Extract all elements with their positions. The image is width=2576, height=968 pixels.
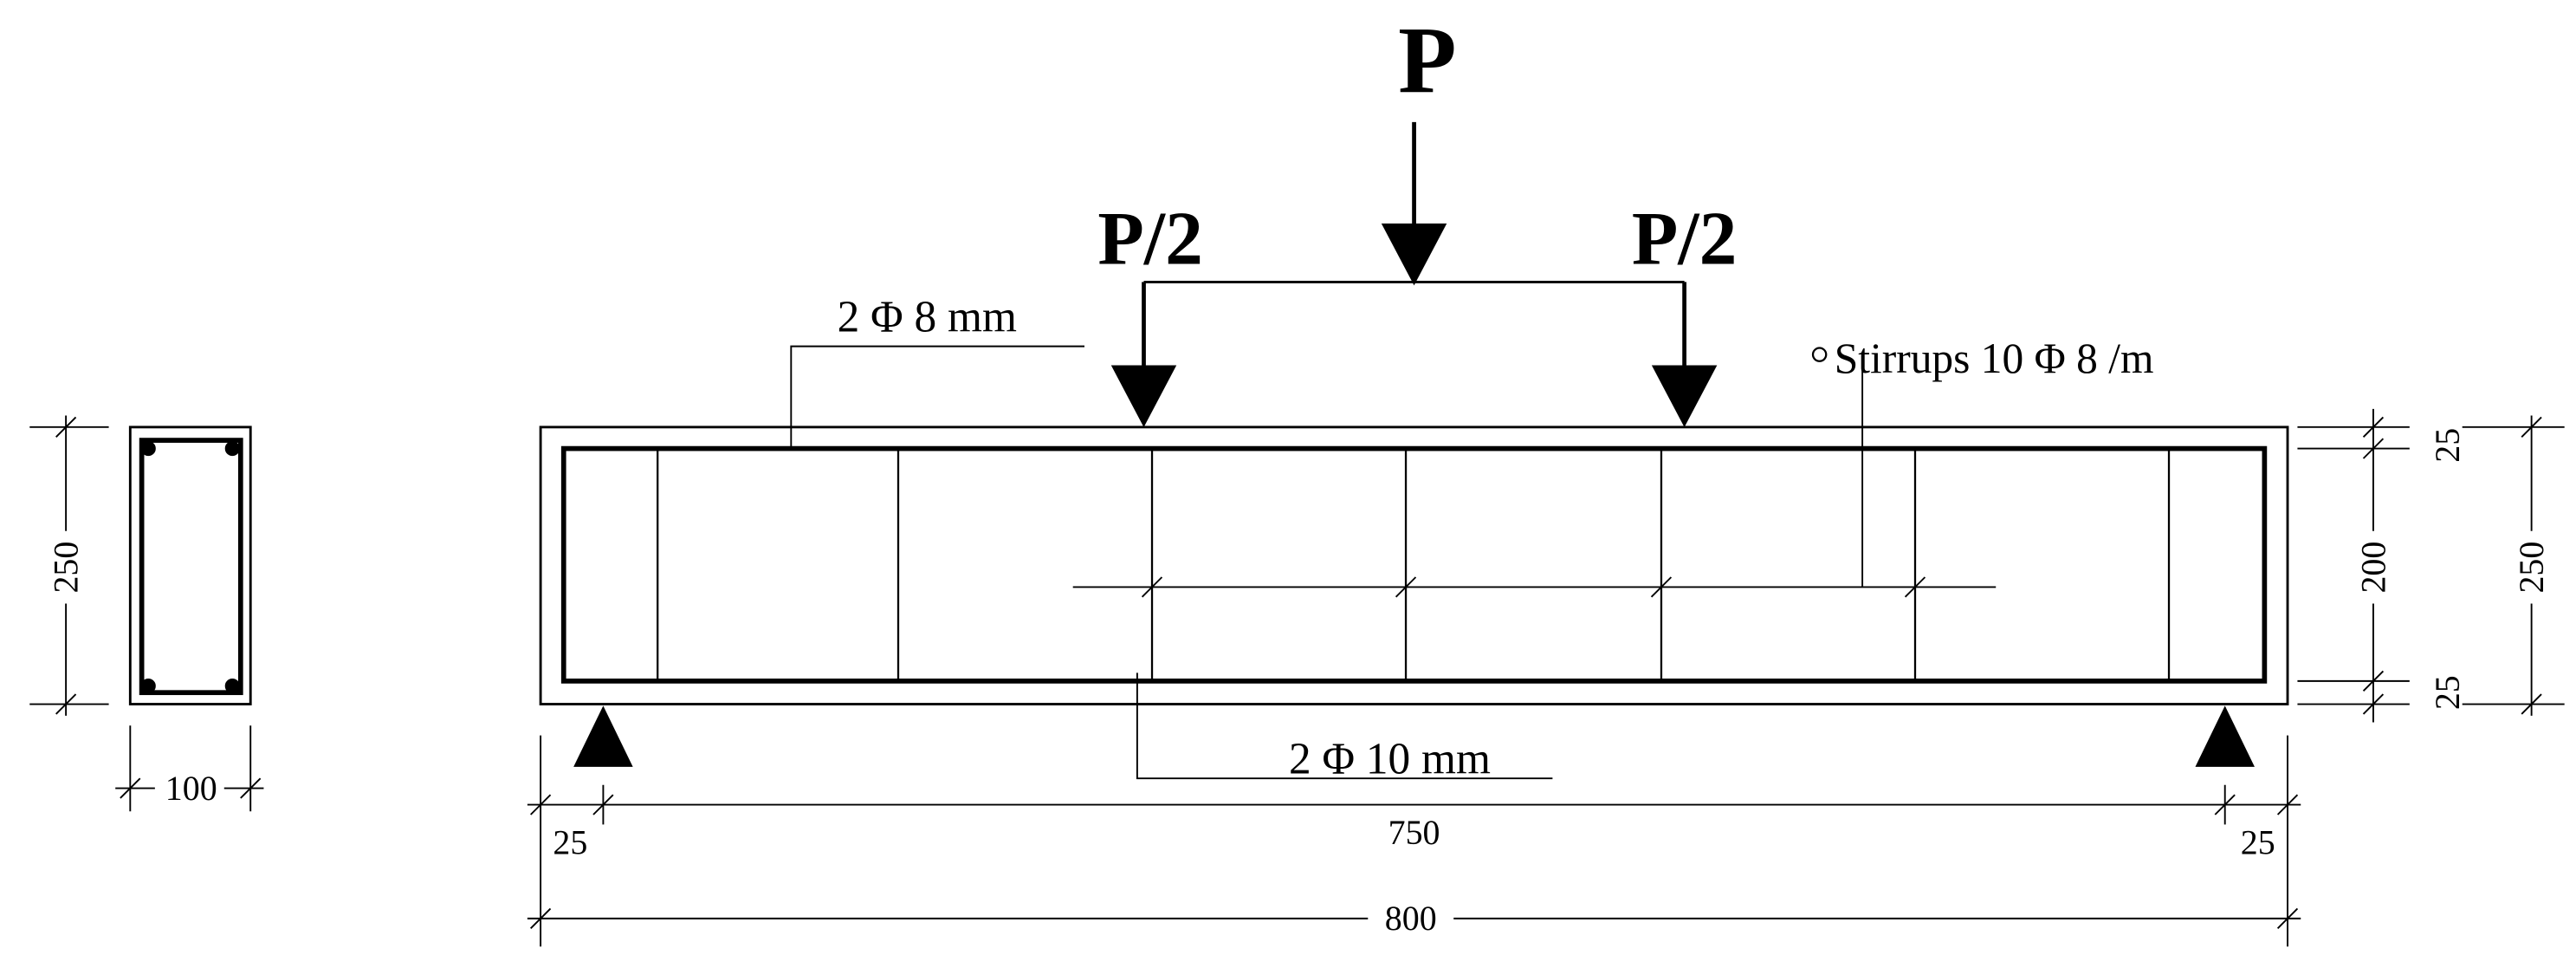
cover-top-label: 25 — [2428, 428, 2467, 463]
section-height-label: 250 — [46, 542, 85, 594]
stirrup-spacing-line — [1072, 576, 1997, 598]
bottom-dimensions — [527, 735, 2301, 947]
section-height-dimension — [29, 415, 109, 716]
beam-reinforcement-cage — [560, 445, 2268, 684]
stirrups-note: Stirrups 10 Φ 8 /m — [1835, 335, 2154, 382]
left-load-arrow-icon — [1110, 365, 1177, 427]
top-bars-note: 2 Φ 8 mm — [838, 292, 1017, 341]
cross-section — [29, 415, 264, 812]
section-rebar — [224, 441, 240, 457]
total-length-label: 800 — [1385, 899, 1437, 938]
stirrups — [657, 448, 2171, 681]
beam-outline — [539, 426, 2289, 705]
section-width-label: 100 — [165, 769, 217, 808]
clear-span-label: 750 — [1388, 813, 1440, 852]
section-rebar — [140, 441, 156, 457]
cover-bottom-label: 25 — [2428, 675, 2467, 710]
right-dimensions — [2297, 408, 2565, 723]
right-support-icon — [2195, 705, 2255, 767]
section-outline — [128, 426, 252, 705]
loads — [1110, 121, 1718, 427]
section-rebar — [140, 679, 156, 694]
support-offset-right-label: 25 — [2241, 823, 2275, 862]
stirrups-leader-dot — [1811, 347, 1828, 362]
total-load-label: P — [1398, 8, 1456, 114]
left-load-label: P/2 — [1097, 196, 1203, 280]
total-load-arrow-icon — [1381, 223, 1447, 286]
section-width-dimension — [115, 725, 264, 812]
beam-elevation — [539, 345, 2289, 780]
core-height-label: 200 — [2353, 542, 2392, 594]
bottom-bars-leader — [1136, 672, 1553, 780]
bottom-bars-note: 2 Φ 10 mm — [1289, 734, 1491, 783]
left-support-icon — [573, 705, 633, 767]
supports — [573, 705, 2255, 767]
support-offset-left-label: 25 — [553, 823, 587, 862]
beam-height-label: 250 — [2512, 542, 2551, 594]
top-bars-leader — [790, 345, 1085, 449]
section-rebar — [224, 679, 240, 694]
right-load-arrow-icon — [1651, 365, 1718, 427]
right-load-label: P/2 — [1632, 196, 1738, 280]
section-stirrup — [139, 438, 243, 696]
